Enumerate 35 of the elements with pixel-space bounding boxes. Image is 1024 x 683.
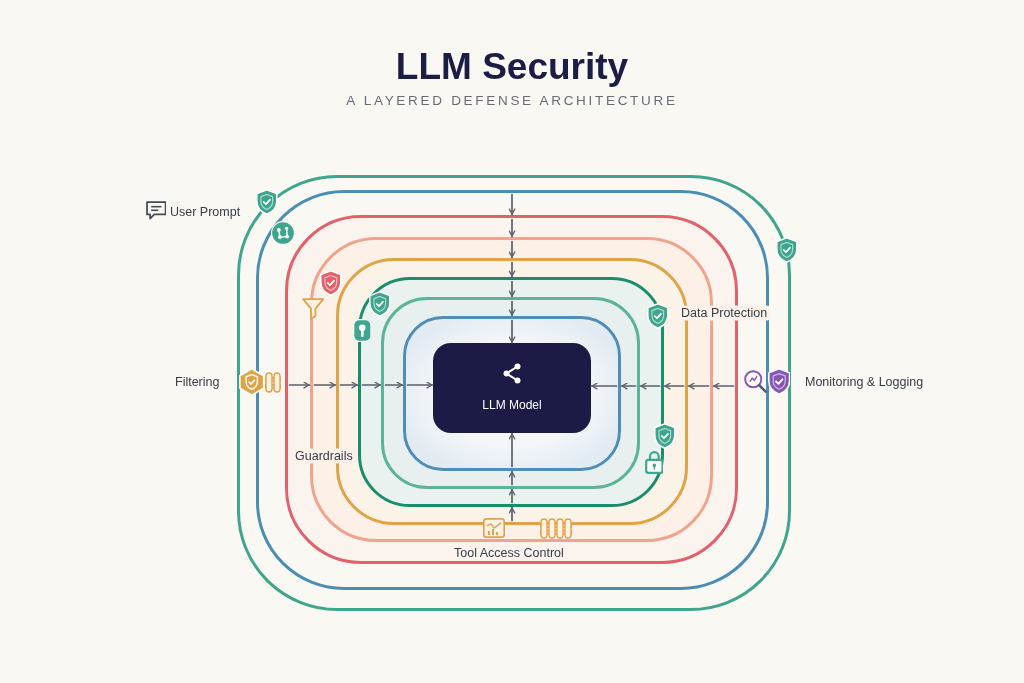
layer-label: Filtering: [175, 374, 220, 390]
arrow: [508, 218, 516, 238]
subtitle: A LAYERED DEFENSE ARCHITECTURE: [346, 92, 678, 110]
arrow: [639, 382, 661, 390]
arrow: [288, 381, 311, 389]
arrow: [384, 381, 404, 389]
layer-ring: [403, 316, 621, 471]
arrow: [508, 240, 516, 259]
layer-label: Monitoring & Logging: [805, 374, 924, 390]
arrow: [361, 381, 382, 389]
arrow: [508, 506, 516, 522]
model-box: [433, 343, 591, 433]
layer-ring: [381, 297, 640, 489]
model-label: LLM Model: [482, 398, 542, 413]
arrow: [508, 432, 516, 468]
arrow: [508, 319, 516, 344]
arrow: [590, 382, 618, 390]
arrow: [508, 280, 516, 298]
arrow: [508, 470, 516, 486]
arrow: [712, 382, 735, 390]
layer-ring: [256, 190, 769, 590]
arrow: [508, 193, 516, 216]
arrow: [339, 381, 359, 389]
layer-label: User Prompt: [170, 204, 241, 220]
arrow: [687, 382, 710, 390]
title: LLM Security: [395, 46, 629, 88]
layer-label: Guardrails: [292, 448, 356, 464]
arrow: [508, 300, 516, 317]
arrow: [406, 381, 434, 389]
layer-ring: [358, 277, 664, 507]
arrow: [508, 488, 516, 504]
arrow: [663, 382, 685, 390]
arrow: [620, 382, 637, 390]
arrow: [313, 381, 337, 389]
arrow: [508, 261, 516, 278]
